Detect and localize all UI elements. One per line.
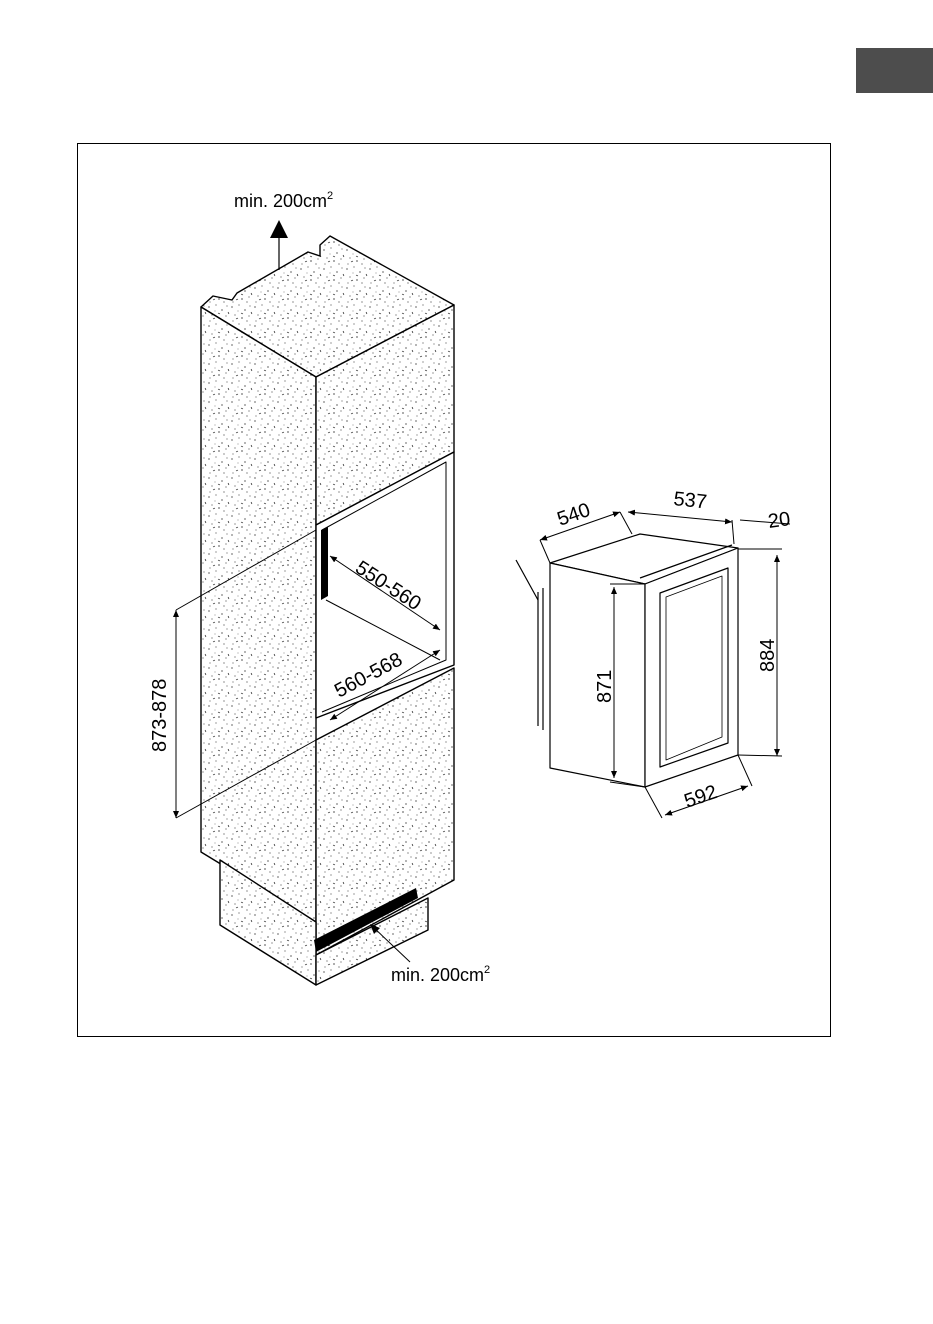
total-height-label: 884 bbox=[757, 639, 779, 672]
vent-strip-side bbox=[321, 527, 328, 600]
appliance-depth-label: 540 bbox=[554, 499, 593, 531]
vent-top-label: min. 200cm2 bbox=[234, 190, 333, 211]
vent-bottom-label: min. 200cm2 bbox=[391, 964, 490, 985]
tall-cabinet bbox=[201, 236, 454, 985]
door-offset-label: 20 bbox=[767, 508, 792, 533]
appliance-height-label: 871 bbox=[594, 670, 616, 703]
vent-top-arrow-icon bbox=[270, 220, 288, 238]
appliance-door bbox=[645, 548, 738, 787]
niche-height-label: 873-878 bbox=[149, 679, 171, 752]
appliance-cable bbox=[516, 560, 538, 600]
appliance-back-lines bbox=[538, 588, 543, 730]
appliance-width-label: 592 bbox=[681, 781, 720, 813]
appliance bbox=[516, 534, 738, 787]
appliance-width-top-label: 537 bbox=[672, 488, 707, 513]
cabinet-left-face bbox=[201, 307, 316, 922]
